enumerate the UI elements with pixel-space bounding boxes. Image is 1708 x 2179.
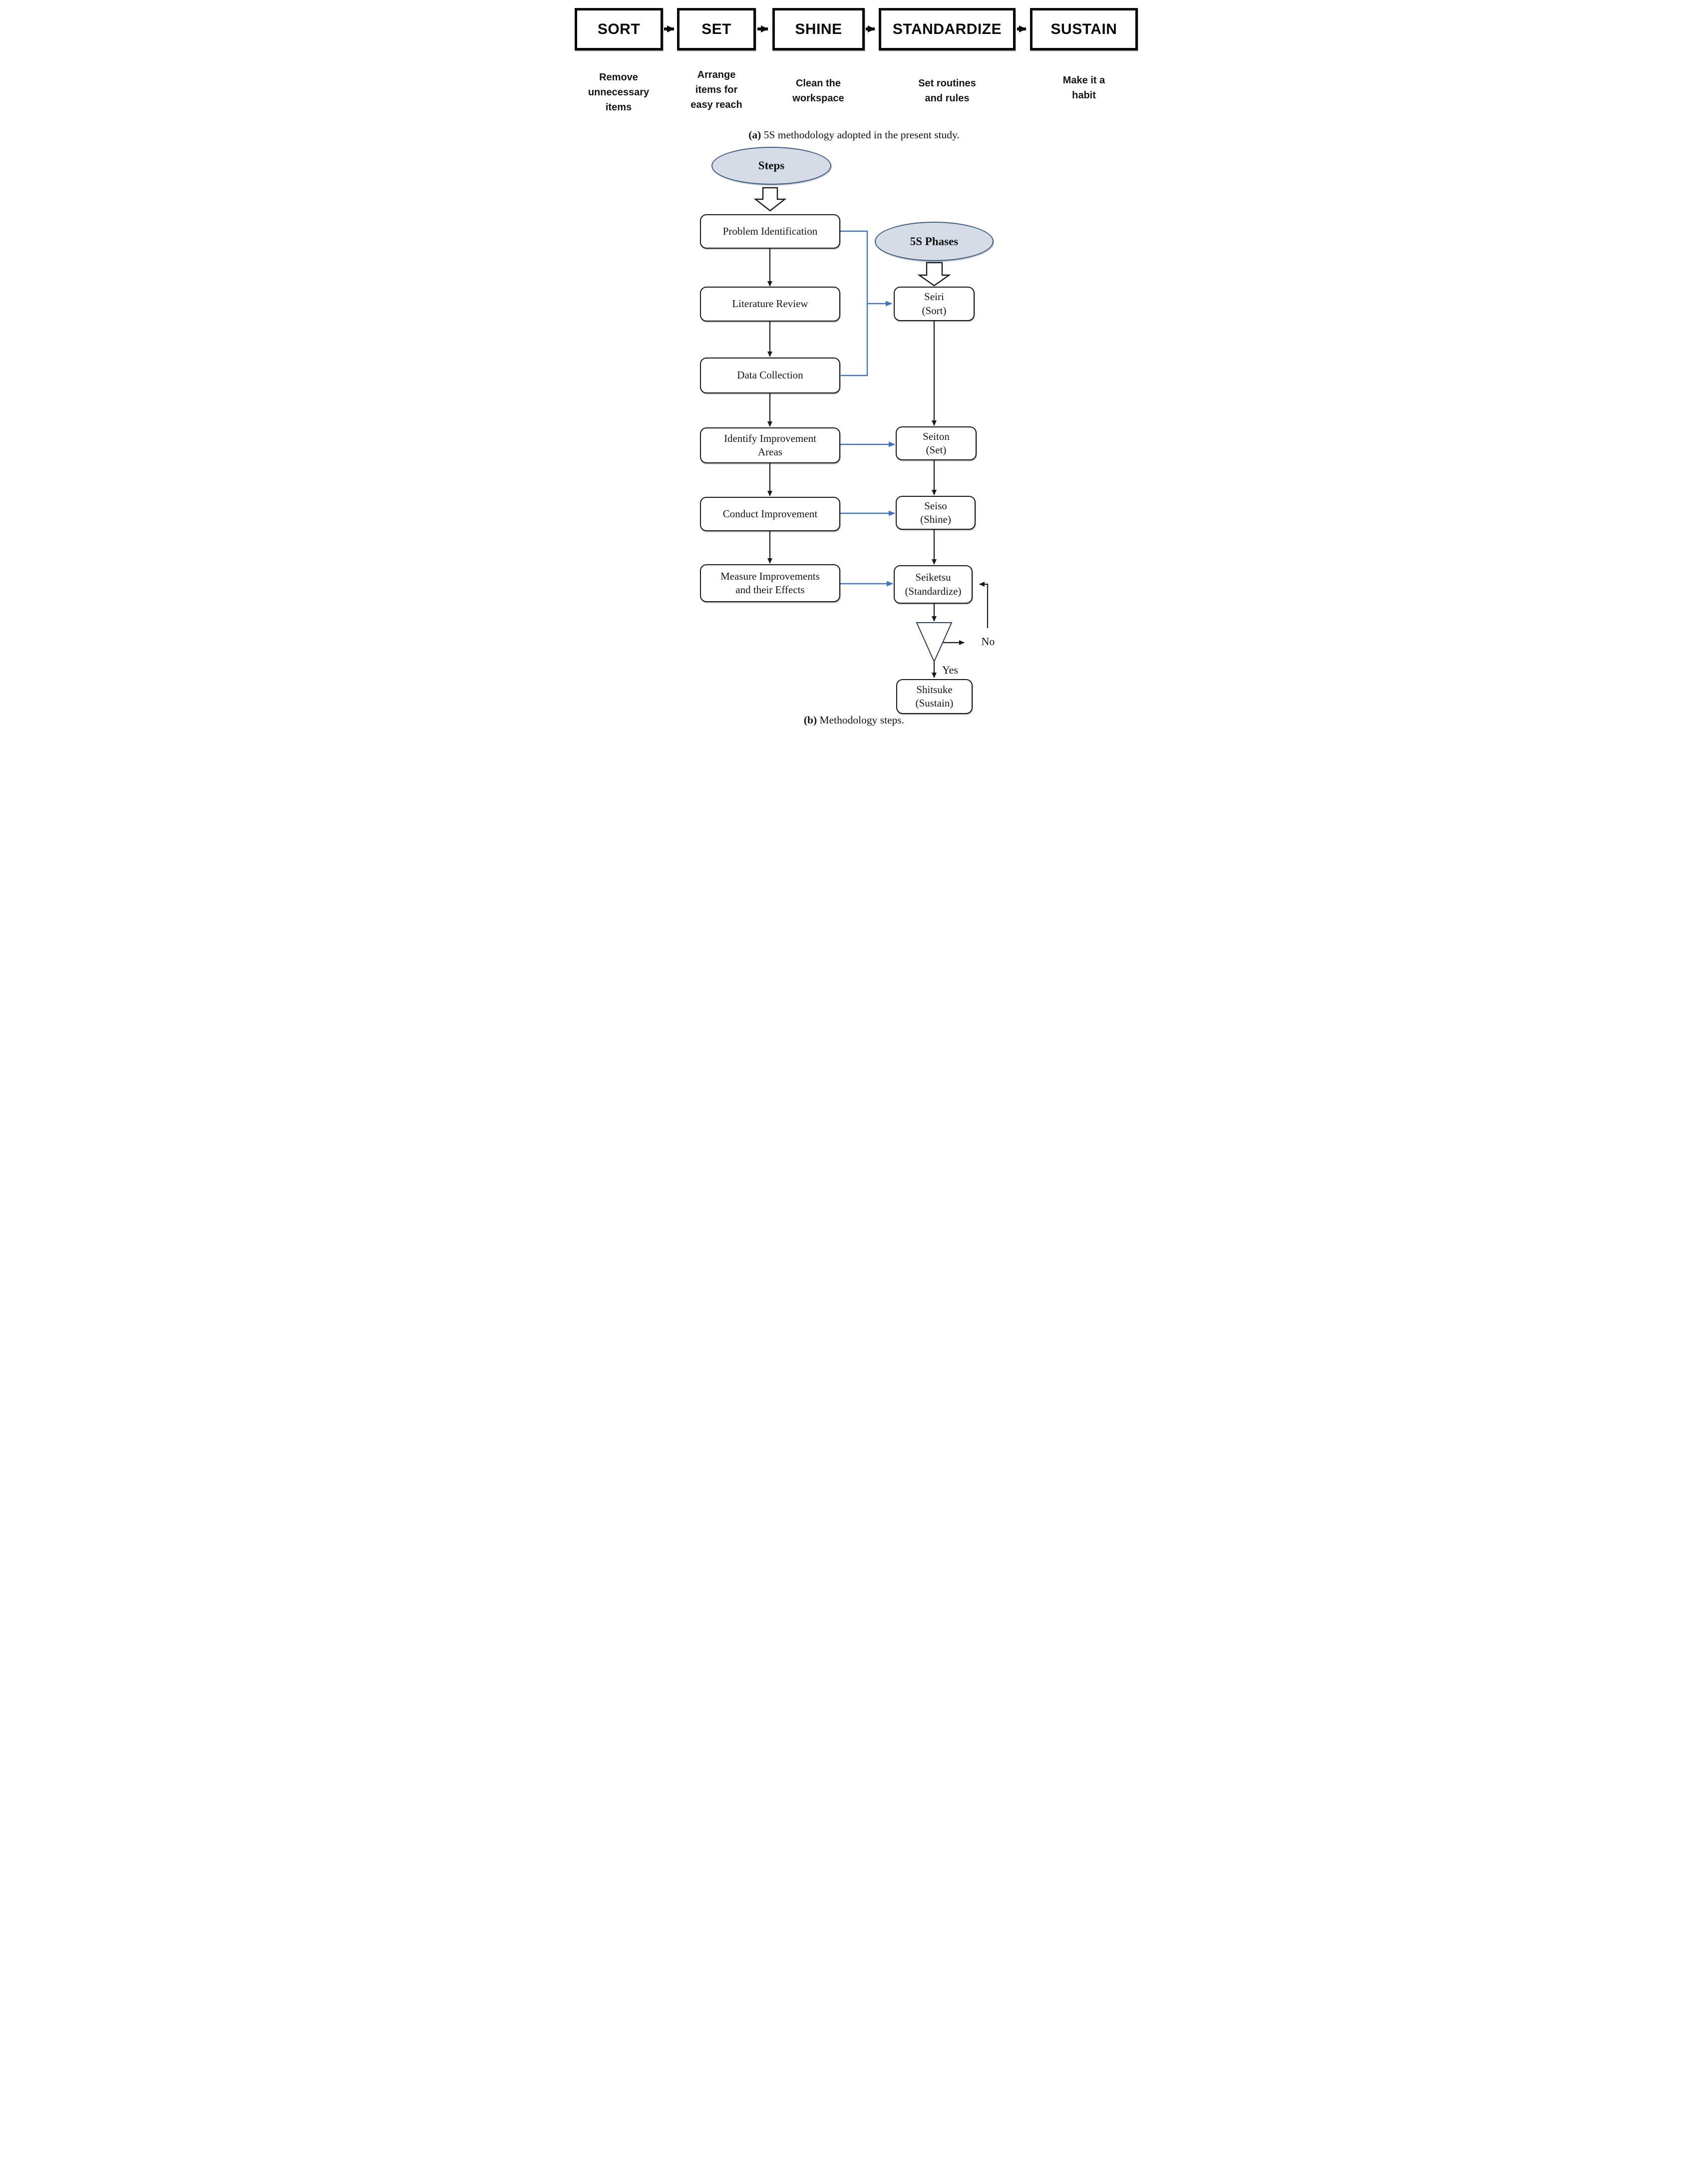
steps-ellipse: Steps (711, 147, 831, 185)
block-arrow-phases-icon (917, 262, 951, 287)
step-box-conduct-improvement: Conduct Improvement (700, 497, 840, 531)
stage-desc-sort: Remove unnecessary items (588, 72, 650, 113)
stage-box-shine: SHINE (772, 8, 865, 50)
phase-label-seiketsu: Seiketsu (Standardize) (905, 571, 962, 597)
step-label-data-collection: Data Collection (737, 369, 803, 381)
stage-box-standardize: STANDARDIZE (879, 8, 1016, 50)
phase-box-seiri: Seiri (Sort) (894, 287, 975, 321)
stage-box-sustain: SUSTAIN (1030, 8, 1138, 50)
steps-header: Steps (758, 159, 785, 172)
phase-box-seiso: Seiso (Shine) (896, 496, 976, 530)
step-label-identify-improvement-areas: Identify Improvement Areas (724, 432, 816, 458)
block-arrow-steps-icon (753, 187, 787, 212)
stage-label-standardize: STANDARDIZE (892, 20, 1002, 37)
caption-a-label: (a) (748, 129, 761, 141)
decision-no-label: No (981, 635, 995, 648)
stage-desc-shine: Clean the workspace (792, 78, 844, 104)
phase-label-seiri: Seiri (Sort) (922, 291, 947, 317)
phase-label-seiso: Seiso (Shine) (920, 499, 951, 525)
step-box-data-collection: Data Collection (700, 358, 840, 393)
caption-b-text: Methodology steps. (817, 714, 905, 726)
stage-label-sustain: SUSTAIN (1050, 20, 1117, 37)
stage-desc-set: Arrange items for easy reach (690, 69, 742, 110)
stage-desc-standardize: Set routines and rules (918, 78, 976, 104)
step-box-problem-identification: Problem Identification (700, 214, 840, 249)
phase-box-seiton: Seiton (Set) (896, 426, 977, 460)
feedback-no-to-seiketsu (979, 582, 989, 628)
step-label-conduct-improvement: Conduct Improvement (722, 507, 818, 520)
phases-header: 5S Phases (910, 235, 959, 248)
stage-box-sort: SORT (575, 8, 663, 50)
decision-triangle (916, 622, 953, 663)
step-box-literature-review: Literature Review (700, 287, 840, 322)
stage-label-shine: SHINE (795, 20, 842, 37)
phase-label-shitsuke: Shitsuke (Sustain) (915, 683, 954, 709)
phase-box-shitsuke: Shitsuke (Sustain) (896, 679, 973, 714)
caption-b-label: (b) (803, 714, 817, 726)
step-label-literature-review: Literature Review (732, 298, 808, 310)
step-label-measure-improvements: Measure Improvements and their Effects (720, 570, 820, 596)
step-box-measure-improvements: Measure Improvements and their Effects (700, 564, 840, 602)
step-label-problem-identification: Problem Identification (722, 225, 818, 237)
stage-desc-sustain: Make it a habit (1062, 75, 1105, 101)
phase-box-seiketsu: Seiketsu (Standardize) (894, 565, 973, 604)
blue-connector-problem-data (840, 230, 868, 376)
stage-label-sort: SORT (597, 20, 641, 37)
stage-box-set: SET (677, 8, 756, 50)
stage-label-set: SET (701, 20, 731, 37)
caption-a-text: 5S methodology adopted in the present st… (761, 129, 960, 141)
figure-5s-methodology: SORT SET SHINE STANDARDIZE SUSTAIN Remov… (569, 0, 1139, 727)
phases-ellipse: 5S Phases (875, 222, 994, 261)
decision-yes-label: Yes (942, 664, 958, 676)
caption-b: (b) Methodology steps. (569, 714, 1139, 726)
step-box-identify-improvement-areas: Identify Improvement Areas (700, 427, 840, 463)
caption-a: (a) 5S methodology adopted in the presen… (569, 129, 1139, 141)
phase-label-seiton: Seiton (Set) (923, 430, 950, 456)
